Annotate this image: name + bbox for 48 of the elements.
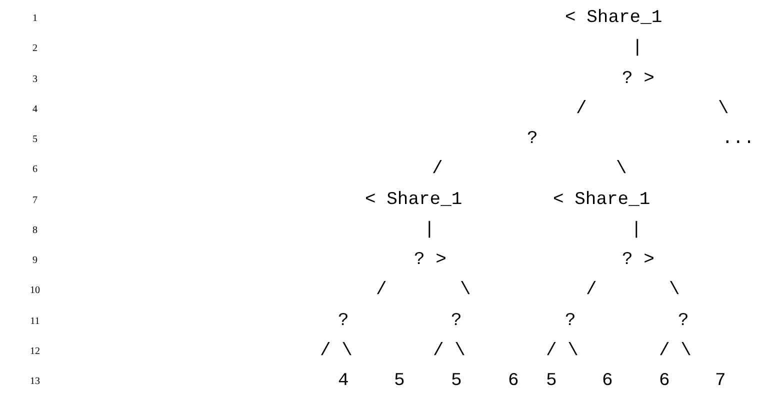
- code-text: ?: [527, 129, 538, 149]
- code-text: / \: [546, 340, 578, 361]
- code-text: /: [576, 98, 587, 119]
- line-number: 7: [32, 194, 38, 206]
- line-number: 8: [32, 224, 38, 236]
- code-text: 5: [546, 371, 557, 391]
- line-number: 1: [32, 13, 38, 24]
- line-number: 12: [29, 346, 41, 357]
- code-text: ?: [565, 310, 576, 330]
- code-text: 4: [338, 371, 349, 391]
- code-text: \: [669, 280, 680, 300]
- code-text: |: [631, 220, 642, 240]
- code-text: \: [718, 98, 729, 119]
- code-text: < Share_1: [553, 190, 650, 210]
- code-text: |: [632, 38, 643, 58]
- line-number: 11: [29, 316, 41, 326]
- line-number: 3: [32, 74, 38, 84]
- line-number: 6: [32, 164, 38, 176]
- line-number: 2: [32, 43, 38, 54]
- code-text: 6: [602, 371, 613, 391]
- code-text: /: [376, 280, 387, 300]
- code-text: 6: [659, 371, 670, 391]
- line-number: 5: [32, 134, 38, 145]
- code-text: 6: [508, 371, 519, 391]
- code-text: < Share_1: [365, 190, 462, 210]
- code-text: 7: [715, 371, 726, 391]
- code-text: ?: [338, 310, 349, 330]
- line-number: 13: [29, 376, 41, 387]
- line-number: 9: [32, 255, 38, 266]
- code-text: ...: [722, 129, 754, 149]
- code-text: \: [460, 280, 471, 300]
- code-text: /: [586, 280, 597, 300]
- code-text: ? >: [622, 68, 654, 88]
- code-text: 5: [451, 371, 462, 391]
- code-text: /: [432, 159, 443, 180]
- code-text: < Share_1: [565, 8, 662, 28]
- code-text: \: [616, 159, 627, 180]
- line-number: 10: [29, 285, 41, 296]
- code-text: ? >: [414, 250, 446, 270]
- code-text: |: [424, 220, 435, 240]
- code-text: / \: [320, 340, 352, 361]
- code-text: ? >: [622, 250, 654, 270]
- code-text: ?: [678, 310, 689, 330]
- code-text: 5: [394, 371, 405, 391]
- code-text: / \: [659, 340, 692, 361]
- code-text: ?: [451, 310, 462, 330]
- code-text: / \: [433, 340, 466, 361]
- line-number: 4: [32, 104, 38, 115]
